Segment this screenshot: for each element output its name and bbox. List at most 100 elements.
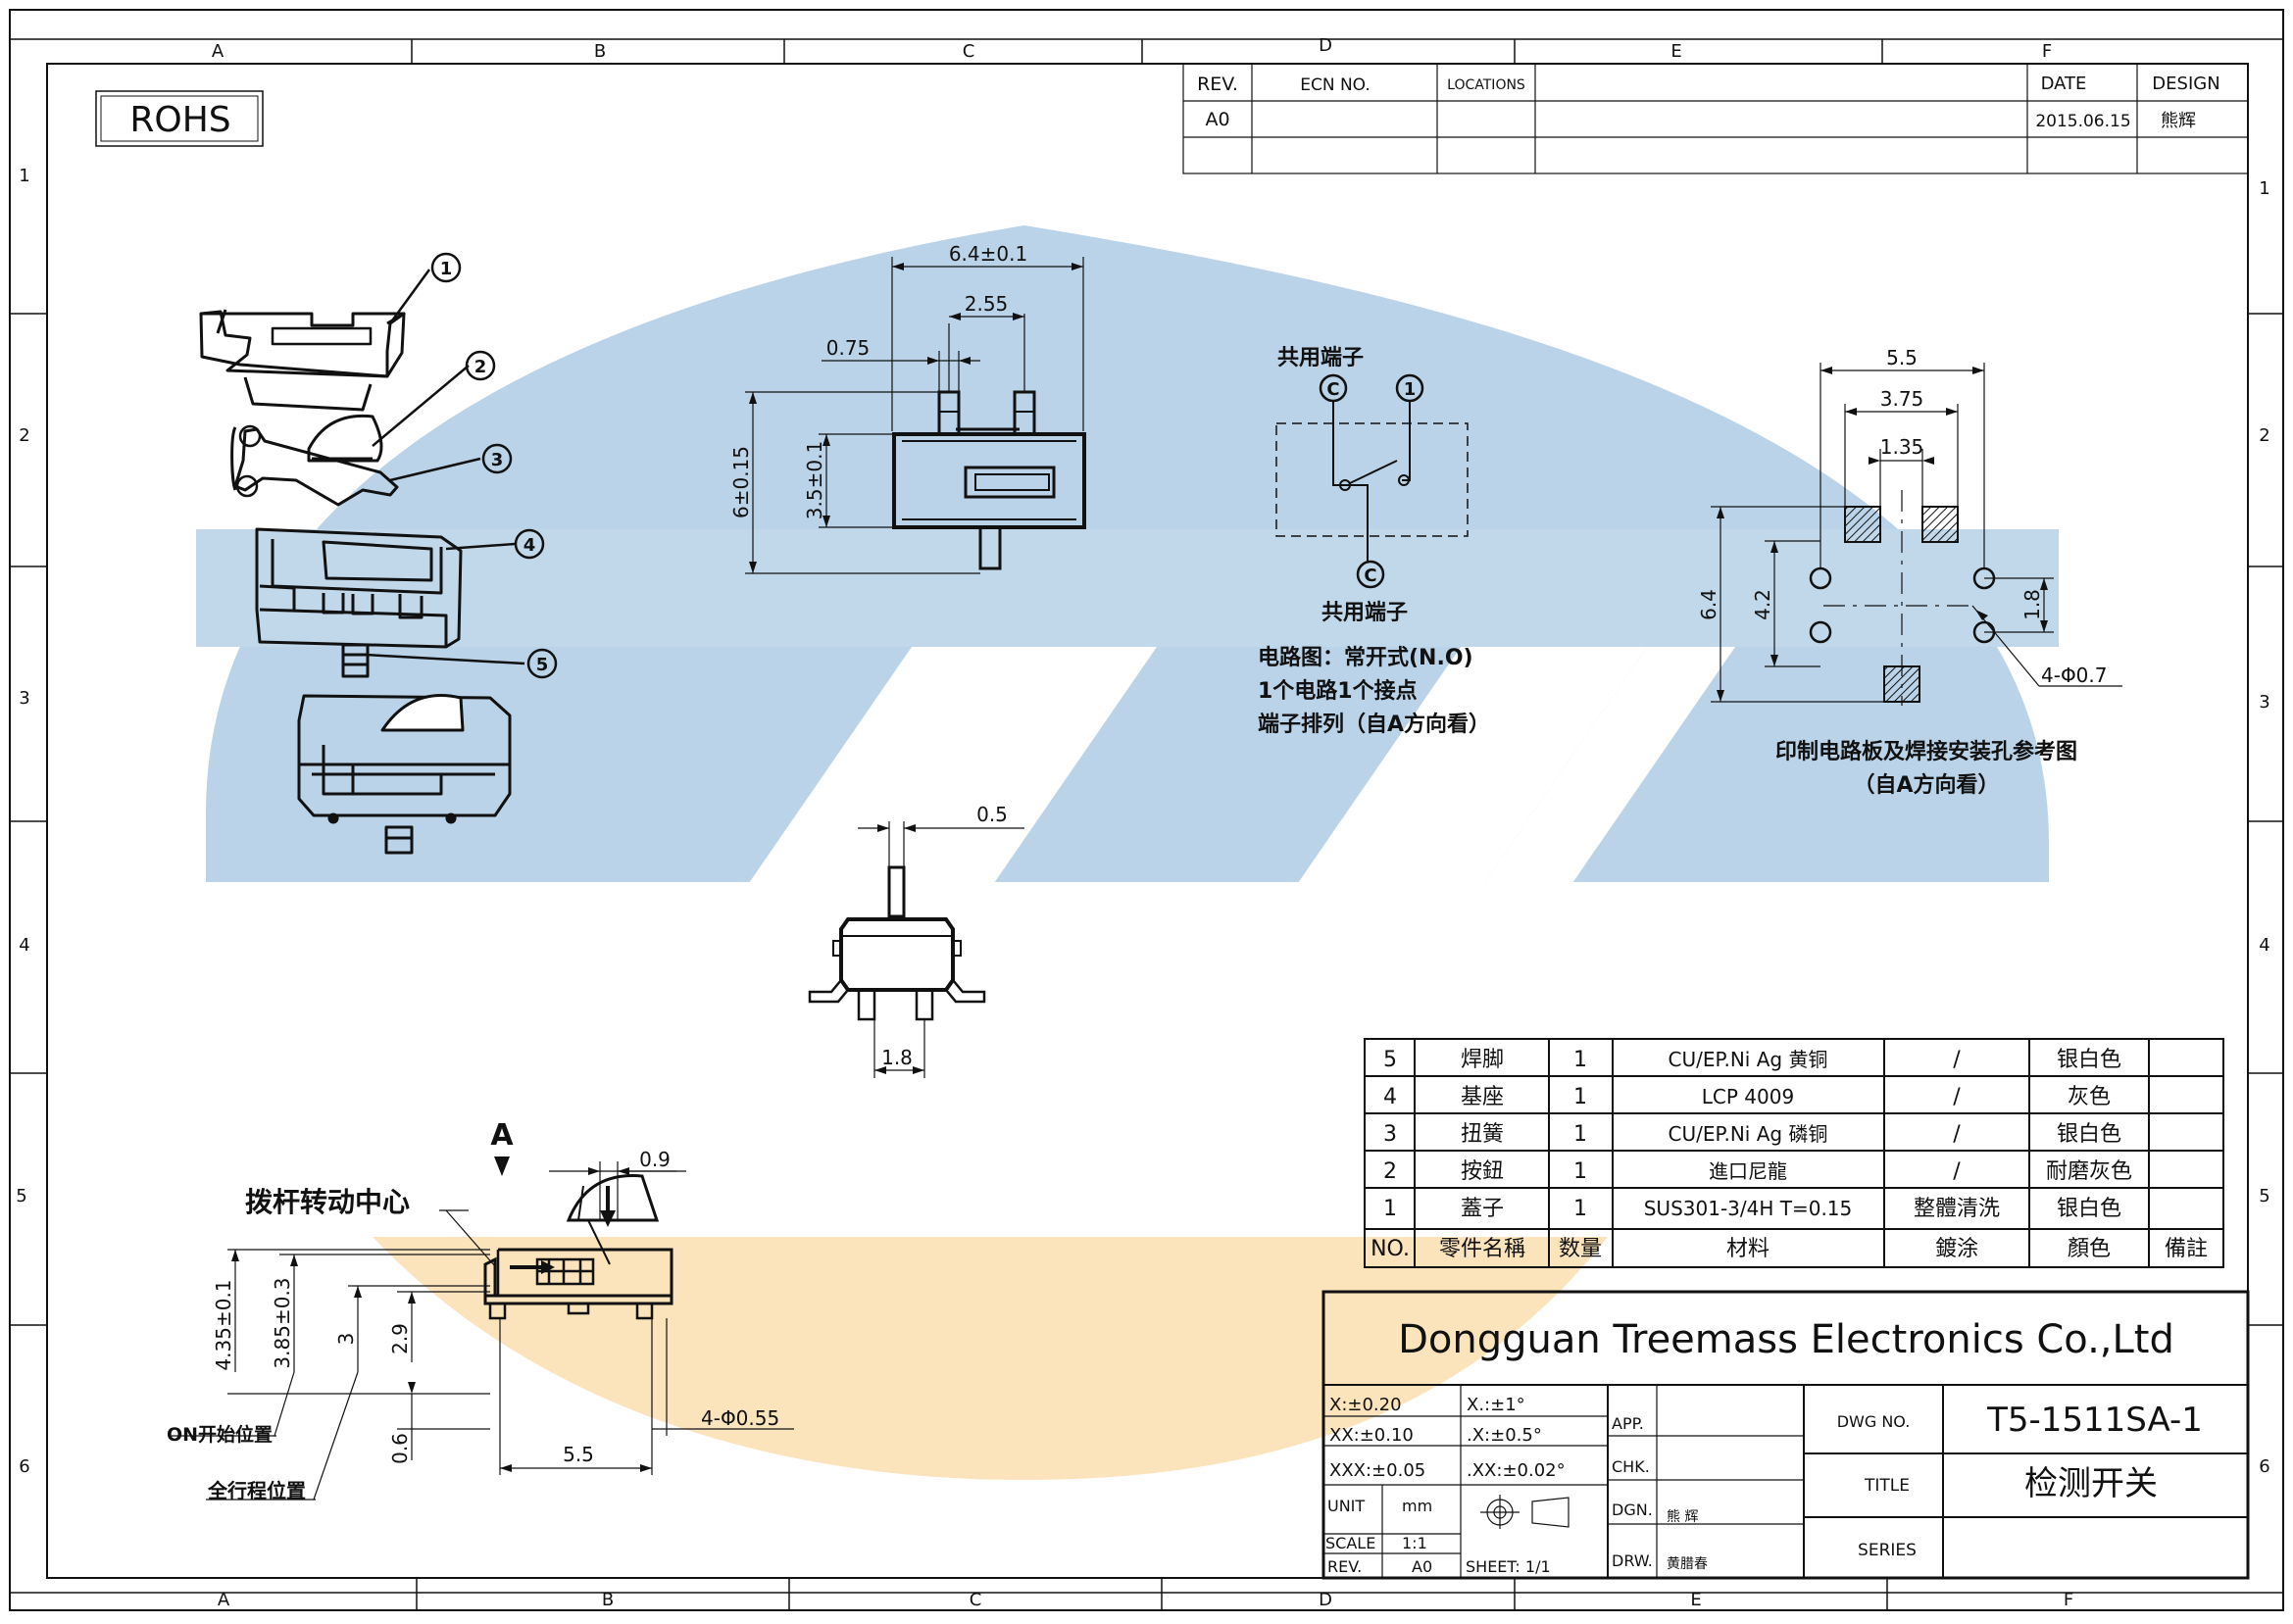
locations-header: LOCATIONS <box>1447 77 1525 93</box>
callout-3: 3 <box>491 450 504 470</box>
dim-3: 3 <box>334 1333 358 1346</box>
zone-right-1: 1 <box>2259 178 2269 199</box>
tol-x: X:±0.20 <box>1329 1395 1402 1415</box>
bom-r3-name: 扭簧 <box>1461 1122 1504 1147</box>
zone-right-4: 4 <box>2259 935 2269 956</box>
side-dim-05: 0.5 <box>976 803 1008 826</box>
part-base <box>255 527 463 649</box>
bom-r5-color: 银白色 <box>2057 1197 2121 1221</box>
pcb-text: 5.5 3.75 1.35 6.4 4.2 1.8 4-Φ0.7 印制电路板及焊… <box>1697 346 2108 798</box>
scale-value: 1:1 <box>1402 1534 1427 1552</box>
side-dim-18: 1.8 <box>881 1046 913 1069</box>
title-block <box>1321 1290 2250 1580</box>
part-button <box>307 414 383 463</box>
zone-bottom-a: A <box>218 1590 230 1610</box>
bom-h-mat: 材料 <box>1726 1237 1770 1261</box>
tol-xxx-ang: .XX:±0.02° <box>1467 1460 1566 1481</box>
full-label: 全行程位置 <box>207 1479 306 1502</box>
design-header: DESIGN <box>2152 74 2219 94</box>
bom-r2-qty: 1 <box>1573 1085 1587 1109</box>
bottom-view <box>172 1156 794 1501</box>
zone-left-5: 5 <box>16 1186 26 1206</box>
pivot-label: 拨杆转动中心 <box>245 1186 410 1218</box>
bom-r5-no: 1 <box>1383 1197 1397 1221</box>
dwg-no-label: DWG NO. <box>1837 1412 1911 1431</box>
bom-r3-qty: 1 <box>1573 1122 1587 1147</box>
tol-xx-ang: .X:±0.5° <box>1467 1425 1542 1446</box>
chk-label: CHK. <box>1612 1457 1650 1476</box>
zone-bottom-c: C <box>970 1590 982 1610</box>
bom-r4-mat: 進口尼龍 <box>1709 1159 1787 1183</box>
bom-h-name: 零件名稱 <box>1439 1237 1525 1261</box>
term-c-bottom: C <box>1364 566 1376 586</box>
title-label: TITLE <box>1864 1476 1910 1496</box>
unit-value: mm <box>1402 1497 1432 1515</box>
design-value: 熊辉 <box>2161 111 2196 131</box>
bom-h-plate: 鍍涂 <box>1935 1237 1978 1261</box>
rohs-label: ROHS <box>129 100 230 140</box>
zone-top-d: D <box>1319 35 1332 56</box>
bom-r4-no: 2 <box>1383 1159 1397 1184</box>
bom-r5-qty: 1 <box>1573 1197 1587 1221</box>
watermark-band-blue <box>196 529 2059 647</box>
watermark-stripe-3 <box>1343 647 1735 1088</box>
watermark-stripe-2 <box>1157 647 1647 1088</box>
bottom-view-text: A 0.9 拨杆转动中心 4.35±0.1 3.85±0.3 3 2.9 0.6… <box>167 1118 779 1502</box>
tol-x-ang: X.:±1° <box>1467 1395 1525 1415</box>
zone-left-2: 2 <box>19 425 29 446</box>
part-assembled <box>297 694 512 817</box>
circuit-text: 共用端子 C 1 C 共用端子 电路图：常开式(N.O) 1个电路1个接点 端子… <box>1258 346 1490 737</box>
zone-right-5: 5 <box>2259 1186 2269 1206</box>
pcb-dim-375: 3.75 <box>1880 387 1924 411</box>
bom-r1-name: 焊脚 <box>1461 1048 1504 1072</box>
zone-right-6: 6 <box>2259 1456 2269 1477</box>
dim-55: 5.5 <box>563 1443 594 1466</box>
bom-r3-no: 3 <box>1383 1122 1397 1147</box>
dgn-name: 熊 辉 <box>1667 1509 1698 1525</box>
outer-border <box>9 9 2284 1611</box>
title-value: 检测开关 <box>2024 1464 2158 1503</box>
rev-value: A0 <box>1412 1557 1432 1576</box>
zone-bottom-d: D <box>1319 1590 1332 1610</box>
zone-ticks <box>10 38 2283 1610</box>
bom-r4-color: 耐磨灰色 <box>2046 1159 2132 1184</box>
circuit-note-1: 电路图：常开式(N.O) <box>1258 645 1473 670</box>
zone-left-3: 3 <box>19 688 29 709</box>
bom-r4-name: 按鈕 <box>1461 1159 1504 1184</box>
app-label: APP. <box>1612 1414 1644 1433</box>
watermark-stripe-1 <box>608 647 1157 1088</box>
dim-tab: 0.75 <box>826 336 871 360</box>
pcb-title-1: 印制电路板及焊接安装孔参考图 <box>1775 739 2077 764</box>
bom-r5-name: 蓋子 <box>1461 1197 1504 1221</box>
sheet-value: SHEET: 1/1 <box>1466 1557 1551 1576</box>
bom-table <box>1364 1038 2224 1268</box>
bom-r5-mat: SUS301-3/4H T=0.15 <box>1644 1197 1853 1220</box>
drw-name: 黄腊春 <box>1667 1555 1708 1572</box>
bom-r1-plate: / <box>1953 1048 1961 1072</box>
bom-h-no: NO. <box>1371 1237 1410 1261</box>
watermark-oval-orange <box>373 1237 1608 1480</box>
side-view <box>808 821 1024 1078</box>
rev-value: A0 <box>1205 109 1229 130</box>
circuit-label-bottom: 共用端子 <box>1321 601 1408 625</box>
pcb-dim-42: 4.2 <box>1751 589 1774 620</box>
zone-right-3: 3 <box>2259 692 2269 713</box>
bom-h-remark: 備註 <box>2165 1237 2208 1261</box>
zone-top-e: E <box>1670 41 1681 62</box>
circuit-note-2: 1个电路1个接点 <box>1258 678 1418 704</box>
dim-09: 0.9 <box>639 1148 671 1171</box>
dim-385: 3.85±0.3 <box>271 1277 294 1368</box>
bom-r3-mat: CU/EP.Ni Ag 磷铜 <box>1669 1122 1828 1146</box>
zone-top-a: A <box>212 41 224 62</box>
rohs-box: ROHS <box>95 90 264 147</box>
bom-r5-plate: 整體清洗 <box>1914 1197 2000 1221</box>
callout-1: 1 <box>440 259 453 279</box>
zone-bottom-e: E <box>1690 1590 1701 1610</box>
pcb-dim-64: 6.4 <box>1697 589 1720 620</box>
zone-top-b: B <box>594 41 606 62</box>
bom-r4-plate: / <box>1953 1159 1961 1184</box>
dim-435: 4.35±0.1 <box>212 1279 235 1370</box>
on-label: ON开始位置 <box>167 1423 273 1446</box>
pcb-dim-18: 1.8 <box>2020 589 2044 620</box>
exploded-view <box>199 309 512 855</box>
